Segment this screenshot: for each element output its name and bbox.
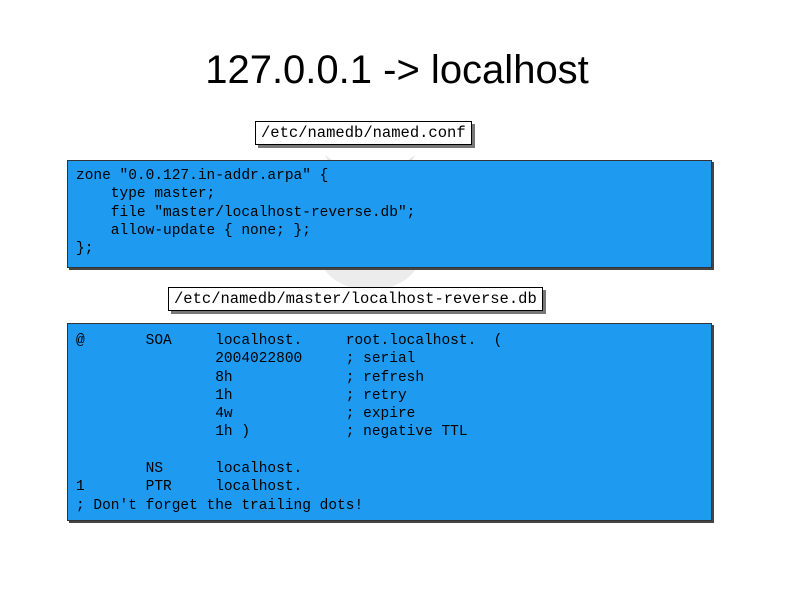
code-line: 4w ; expire bbox=[76, 406, 416, 423]
reverse-db-filename-label: /etc/namedb/master/localhost-reverse.db bbox=[168, 287, 543, 311]
code-line: type master; bbox=[76, 186, 216, 203]
code-line-blank bbox=[76, 442, 703, 460]
reverse-db-code-block: @ SOA localhost. root.localhost. ( 20040… bbox=[67, 323, 712, 521]
code-line: 2004022800 ; serial bbox=[76, 351, 416, 368]
code-line: NS localhost. bbox=[76, 461, 303, 478]
code-line: 8h ; refresh bbox=[76, 369, 425, 386]
code-line: 1h ) ; negative TTL bbox=[76, 424, 468, 441]
named-conf-filename-label: /etc/namedb/named.conf bbox=[255, 121, 472, 145]
code-line: @ SOA localhost. root.localhost. ( bbox=[76, 333, 503, 349]
code-line: ; Don't forget the trailing dots! bbox=[76, 497, 364, 514]
code-line: }; bbox=[76, 241, 94, 258]
code-line: 1 PTR localhost. bbox=[76, 479, 303, 496]
named-conf-code-block: zone "0.0.127.in-addr.arpa" { type maste… bbox=[67, 160, 712, 268]
code-line: 1h ; retry bbox=[76, 387, 407, 404]
code-line: allow-update { none; }; bbox=[76, 222, 311, 239]
slide-title: 127.0.0.1 -> localhost bbox=[205, 48, 589, 92]
code-line: file "master/localhost-reverse.db"; bbox=[76, 204, 416, 221]
code-line: zone "0.0.127.in-addr.arpa" { bbox=[76, 168, 329, 184]
